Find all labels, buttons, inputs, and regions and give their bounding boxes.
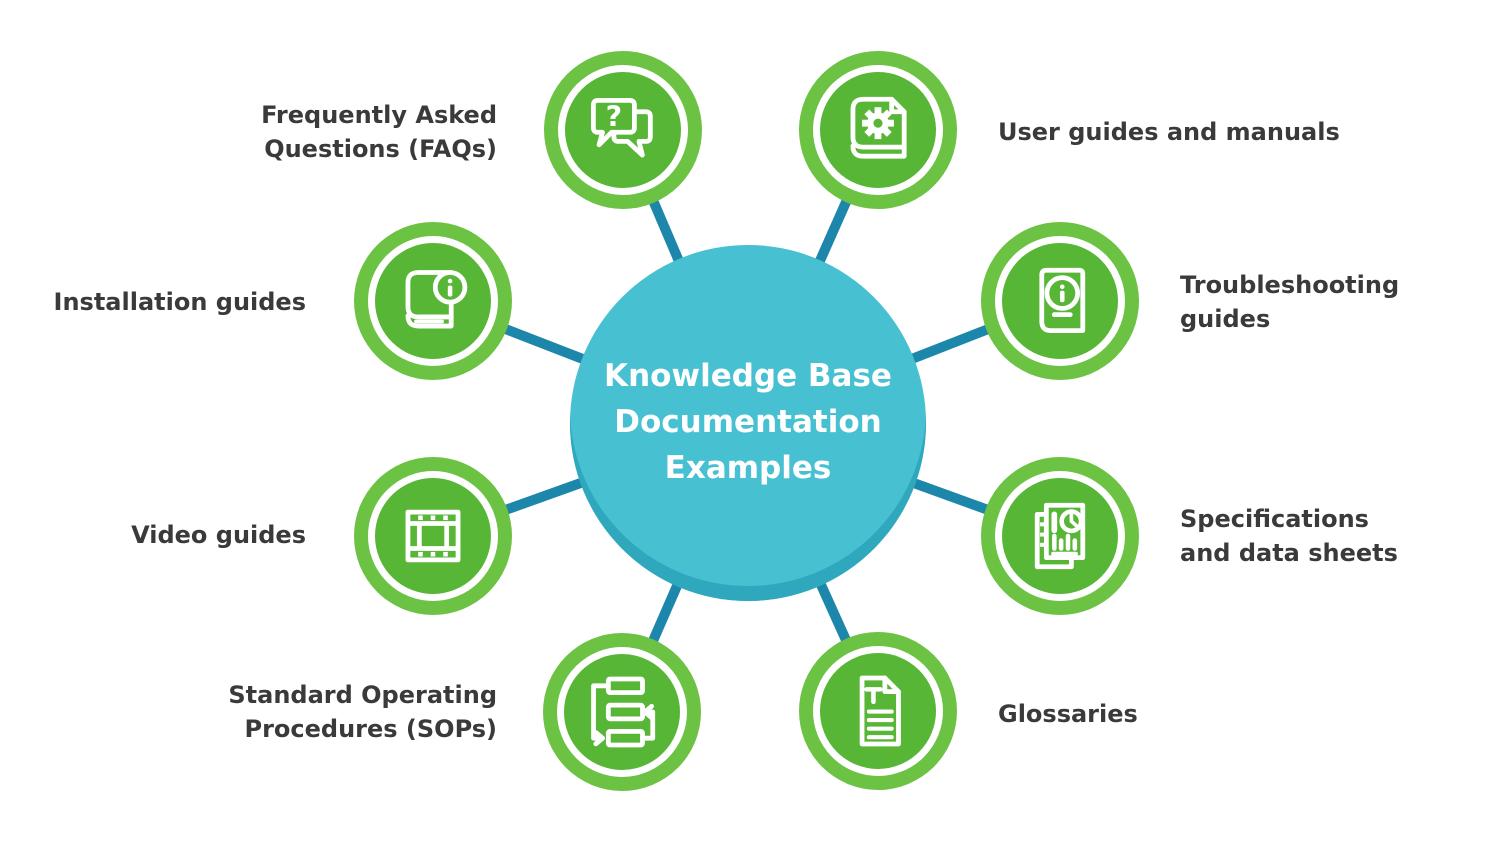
label-specifications: Specifications and data sheets [1180,505,1398,567]
gear-book-icon [813,65,943,195]
label-video: Video guides [131,521,306,549]
question-bubbles-icon: ? [558,65,688,195]
label-glossaries: Glossaries [998,700,1138,728]
svg-text:?: ? [606,101,623,134]
label-troubleshooting: Troubleshooting guides [1180,271,1400,333]
text-document-icon [813,646,943,776]
node-user-guides [799,51,957,209]
label-installation: Installation guides [53,288,306,316]
node-installation [354,222,512,380]
node-video [354,457,512,615]
hub-circle: Knowledge Base Documentation Examples [570,245,926,601]
film-strip-icon [368,471,498,601]
label-faq: Frequently Asked Questions (FAQs) [261,101,497,163]
label-user-guides: User guides and manuals [998,118,1340,146]
flowchart-icon [557,647,687,777]
node-specifications [981,457,1139,615]
data-sheet-icon [995,471,1125,601]
diagram-title: Knowledge Base Documentation Examples [604,358,892,486]
node-faq: ? [544,51,702,209]
info-badge-book-icon [368,236,498,366]
node-glossaries [799,632,957,790]
info-cover-book-icon [995,236,1125,366]
label-sops: Standard Operating Procedures (SOPs) [228,681,497,743]
node-sops [543,633,701,791]
node-troubleshooting [981,222,1139,380]
